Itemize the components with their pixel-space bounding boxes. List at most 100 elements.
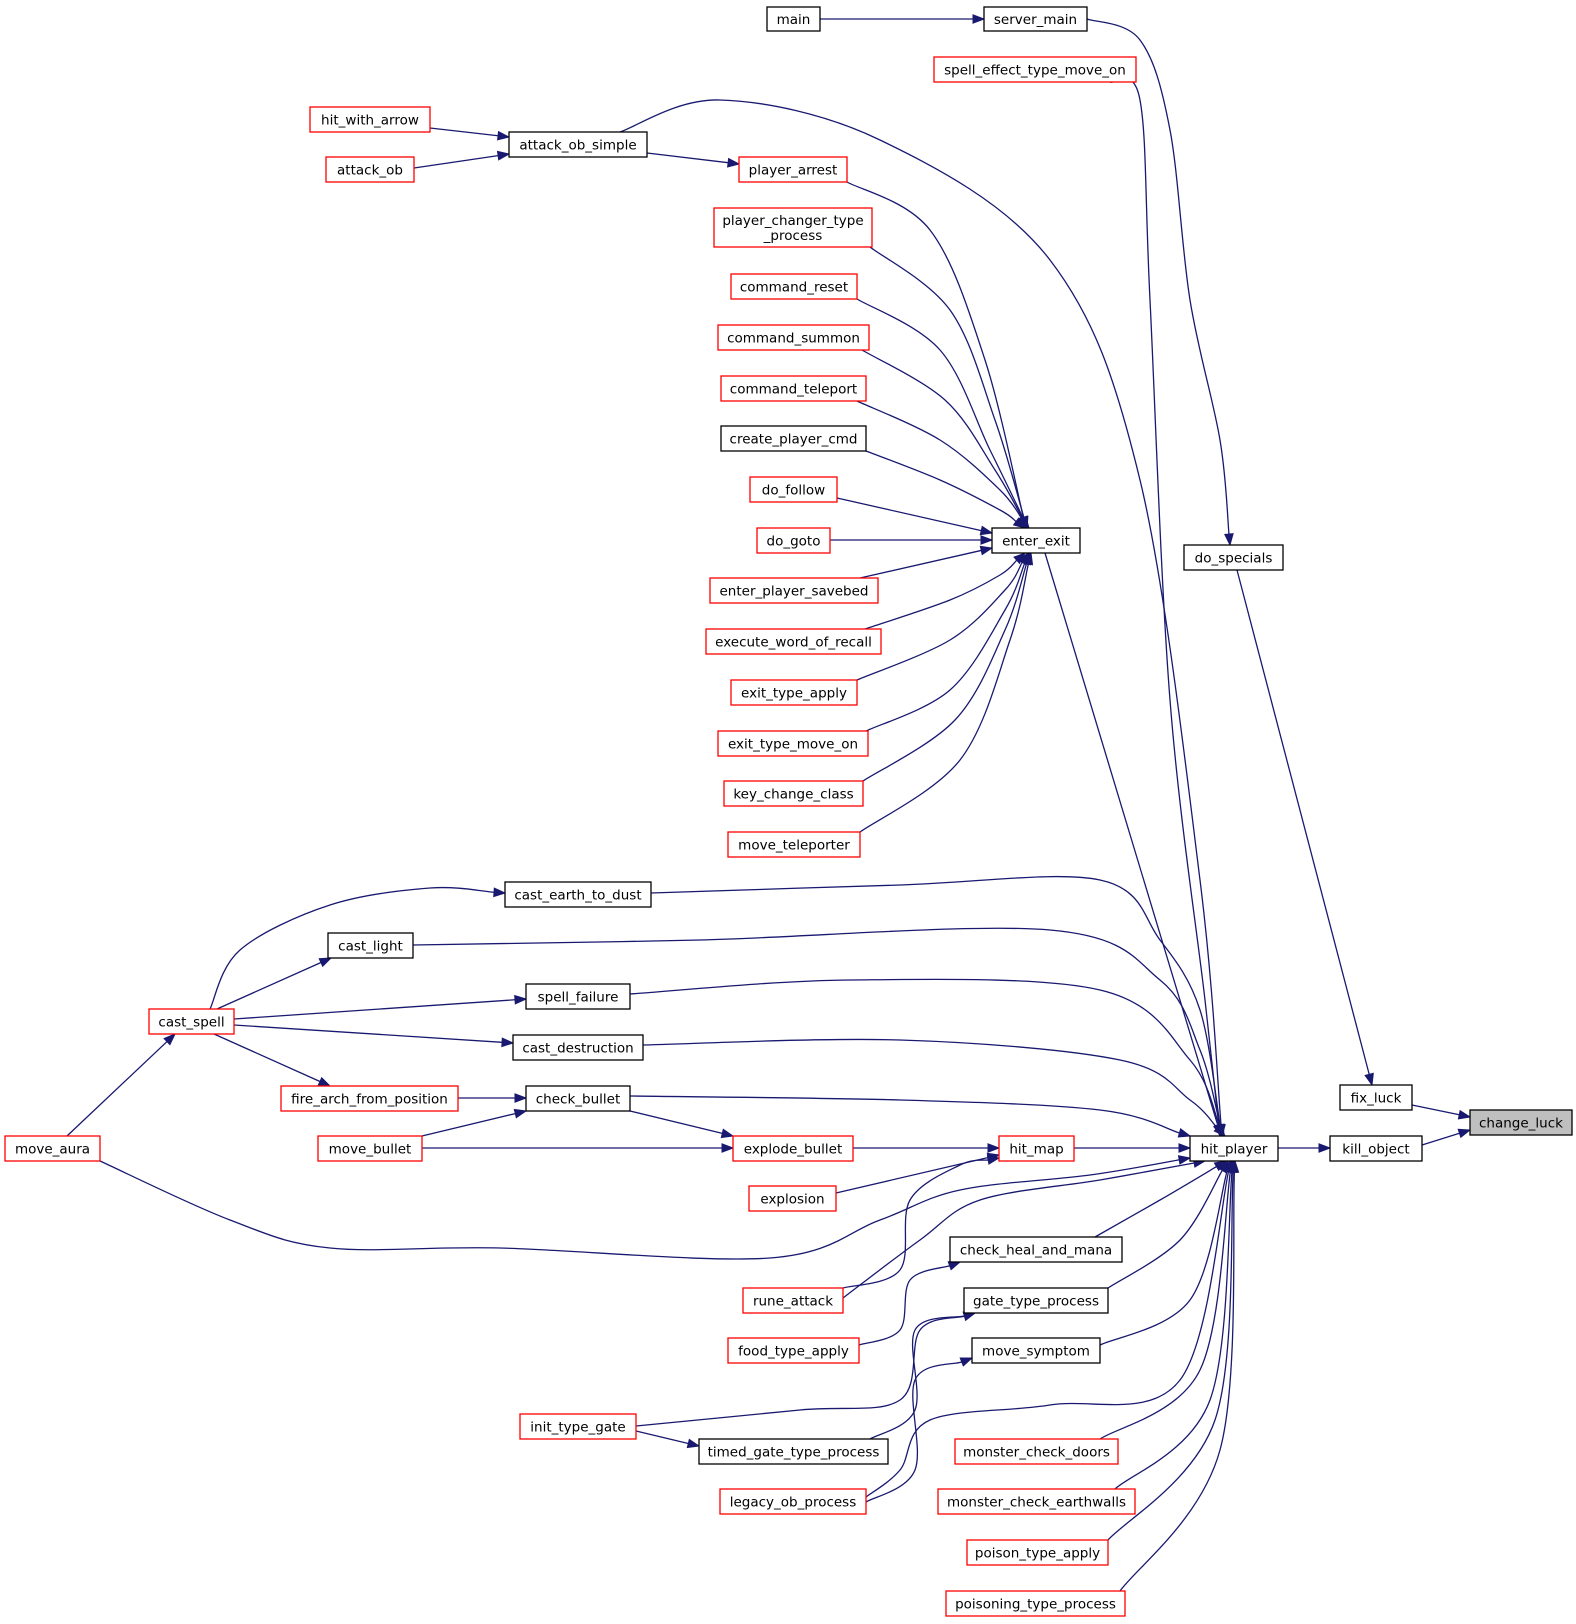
node-box <box>508 131 648 158</box>
edge-line <box>869 1315 965 1440</box>
call-edge-cast_spell-to-cast_destruction <box>233 1024 515 1048</box>
node-main[interactable]: main <box>766 6 821 32</box>
node-cast_light[interactable]: cast_light <box>327 932 414 959</box>
node-spell_effect_type_move_on[interactable]: spell_effect_type_move_on <box>933 56 1137 83</box>
node-change_luck[interactable]: change_luck <box>1469 1109 1573 1136</box>
node-label: attack_ob <box>337 163 403 179</box>
call-edge-rune_attack-to-hit_player <box>842 1158 1207 1299</box>
call-edge-cast_destruction-to-hit_player <box>642 1038 1226 1138</box>
node-box <box>512 1034 644 1061</box>
arrowhead-icon <box>1318 1143 1332 1153</box>
node-attack_ob_simple[interactable]: attack_ob_simple <box>508 131 648 158</box>
edge-line <box>1094 1166 1217 1238</box>
node-enter_player_savebed[interactable]: enter_player_savebed <box>709 577 879 604</box>
node-execute_word_of_recall[interactable]: execute_word_of_recall <box>705 628 882 655</box>
node-kill_object[interactable]: kill_object <box>1329 1135 1423 1162</box>
node-attack_ob[interactable]: attack_ob <box>325 156 415 183</box>
edge-line <box>1099 1171 1228 1346</box>
node-check_heal_and_mana[interactable]: check_heal_and_mana <box>949 1236 1123 1263</box>
node-key_change_class[interactable]: key_change_class <box>723 780 864 807</box>
node-player_changer_type_process[interactable]: player_changer_type_process <box>713 207 873 248</box>
call-edge-do_goto-to-enter_exit <box>830 535 994 545</box>
node-command_summon[interactable]: command_summon <box>717 324 870 351</box>
node-label: hit_with_arrow <box>321 113 419 129</box>
node-label: player_changer_type_process <box>722 213 863 244</box>
node-do_specials[interactable]: do_specials <box>1183 544 1284 571</box>
node-hit_player[interactable]: hit_player <box>1189 1135 1279 1162</box>
edge-line <box>635 1315 965 1427</box>
node-cast_destruction[interactable]: cast_destruction <box>512 1034 644 1061</box>
node-poison_type_apply[interactable]: poison_type_apply <box>966 1539 1109 1566</box>
node-hit_with_arrow[interactable]: hit_with_arrow <box>309 106 431 133</box>
node-box <box>730 679 858 706</box>
call-edge-move_bullet-to-explode_bullet <box>422 1143 735 1153</box>
node-box <box>966 1539 1109 1566</box>
node-label: change_luck <box>1479 1116 1563 1132</box>
node-label: init_type_gate <box>530 1420 625 1436</box>
node-command_reset[interactable]: command_reset <box>730 273 858 300</box>
node-hit_map[interactable]: hit_map <box>998 1135 1075 1162</box>
arrowhead-icon <box>959 1357 974 1367</box>
node-label: check_bullet <box>536 1092 621 1108</box>
node-monster_check_doors[interactable]: monster_check_doors <box>954 1438 1119 1465</box>
node-rune_attack[interactable]: rune_attack <box>742 1287 844 1314</box>
node-box <box>756 527 831 554</box>
node-legacy_ob_process[interactable]: legacy_ob_process <box>719 1488 867 1515</box>
node-label: gate_type_process <box>973 1294 1099 1310</box>
edge-line <box>421 1112 516 1137</box>
node-label: key_change_class <box>733 787 853 803</box>
node-do_goto[interactable]: do_goto <box>756 527 831 554</box>
node-spell_failure[interactable]: spell_failure <box>525 983 631 1010</box>
edge-line <box>1421 1132 1460 1146</box>
node-move_symptom[interactable]: move_symptom <box>971 1337 1101 1364</box>
edge-line <box>629 978 1221 1127</box>
edge-line <box>1114 1171 1233 1490</box>
node-gate_type_process[interactable]: gate_type_process <box>963 1287 1109 1314</box>
node-label: cast_spell <box>158 1015 224 1031</box>
node-command_teleport[interactable]: command_teleport <box>720 375 867 402</box>
node-check_bullet[interactable]: check_bullet <box>525 1085 631 1112</box>
node-fix_luck[interactable]: fix_luck <box>1339 1084 1413 1111</box>
node-exit_type_move_on[interactable]: exit_type_move_on <box>717 730 869 757</box>
edge-line <box>862 563 1028 782</box>
node-cast_earth_to_dust[interactable]: cast_earth_to_dust <box>504 881 652 908</box>
call-edge-explode_bullet-to-hit_map <box>853 1143 1001 1153</box>
node-box <box>727 831 861 858</box>
node-move_bullet[interactable]: move_bullet <box>317 1135 423 1162</box>
node-server_main[interactable]: server_main <box>983 6 1088 32</box>
edge-line <box>1119 1171 1236 1592</box>
call-edge-timed_gate_type_process-to-gate_type_process <box>869 1311 977 1440</box>
edge-line <box>865 450 1017 523</box>
node-move_teleporter[interactable]: move_teleporter <box>727 831 861 858</box>
node-create_player_cmd[interactable]: create_player_cmd <box>720 425 867 452</box>
node-player_arrest[interactable]: player_arrest <box>738 156 848 183</box>
node-monster_check_earthwalls[interactable]: monster_check_earthwalls <box>937 1488 1136 1515</box>
node-exit_type_apply[interactable]: exit_type_apply <box>730 679 858 706</box>
node-do_follow[interactable]: do_follow <box>749 476 838 503</box>
edge-line <box>1107 1170 1223 1289</box>
edge-line <box>233 999 516 1020</box>
node-explosion[interactable]: explosion <box>748 1185 837 1212</box>
node-box <box>730 273 858 300</box>
node-food_type_apply[interactable]: food_type_apply <box>727 1337 860 1364</box>
node-poisoning_type_process[interactable]: poisoning_type_process <box>945 1590 1126 1617</box>
node-fire_arch_from_position[interactable]: fire_arch_from_position <box>280 1085 459 1112</box>
arrowhead-icon <box>987 1143 1001 1153</box>
node-enter_exit[interactable]: enter_exit <box>991 527 1081 554</box>
node-move_aura[interactable]: move_aura <box>4 1135 101 1162</box>
node-box <box>727 1337 860 1364</box>
call-edge-fire_arch_from_position-to-check_bullet <box>458 1093 528 1103</box>
node-label: cast_light <box>338 939 403 955</box>
node-box <box>317 1135 423 1162</box>
node-cast_spell[interactable]: cast_spell <box>148 1008 235 1035</box>
edge-line <box>629 1110 723 1135</box>
node-init_type_gate[interactable]: init_type_gate <box>519 1413 637 1440</box>
node-timed_gate_type_process[interactable]: timed_gate_type_process <box>698 1438 889 1465</box>
edge-line <box>864 559 1018 630</box>
node-explode_bullet[interactable]: explode_bullet <box>732 1135 854 1162</box>
node-box <box>983 6 1088 32</box>
arrowhead-icon <box>979 545 994 556</box>
call-edge-gate_type_process-to-hit_player <box>1107 1159 1229 1289</box>
node-box <box>280 1085 459 1112</box>
call-edge-init_type_gate-to-timed_gate_type_process <box>635 1430 701 1449</box>
